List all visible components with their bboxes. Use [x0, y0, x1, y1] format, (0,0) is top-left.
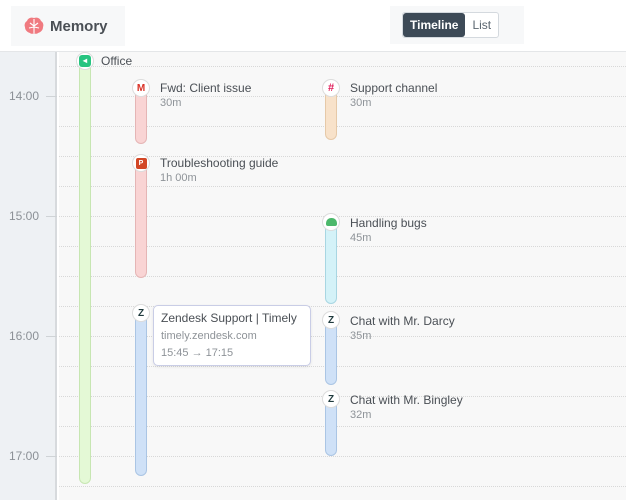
tab-timeline[interactable]: Timeline — [403, 13, 466, 37]
hour-tick — [46, 336, 57, 337]
tooltip-url: timely.zendesk.com — [161, 330, 257, 342]
entry-title: Troubleshooting guide — [160, 156, 279, 170]
entry-bar-zendesk-support[interactable] — [135, 317, 147, 476]
hour-label: 14:00 — [9, 89, 40, 103]
hour-label: 17:00 — [9, 449, 40, 463]
location-arrow-icon: ◂ — [76, 52, 94, 70]
hour-label: 16:00 — [9, 329, 40, 343]
zendesk-icon: Z — [322, 390, 340, 408]
app-brand[interactable]: Memory — [11, 6, 125, 46]
bug-icon — [322, 213, 340, 231]
hour-label: 15:00 — [9, 209, 40, 223]
entry-bar-office[interactable] — [79, 60, 91, 484]
entry-bar-mr-bingley[interactable] — [325, 403, 337, 456]
entry-title: Office — [101, 54, 133, 68]
entry-duration: 35m — [350, 330, 372, 342]
entry-bar-support-channel[interactable] — [325, 92, 337, 140]
time-gutter: 14:00 15:00 16:00 17:00 — [0, 52, 57, 500]
entry-title: Chat with Mr. Darcy — [350, 314, 455, 328]
entry-tooltip: Zendesk Support | Timely timely.zendesk.… — [153, 305, 311, 366]
app-title: Memory — [50, 17, 108, 35]
slack-icon: # — [322, 79, 340, 97]
entry-title: Support channel — [350, 81, 438, 95]
tab-list[interactable]: List — [472, 18, 492, 32]
entry-bar-troubleshooting[interactable] — [135, 167, 147, 278]
entry-title: Chat with Mr. Bingley — [350, 393, 463, 407]
gmail-icon: M — [132, 79, 150, 97]
entry-duration: 45m — [350, 232, 372, 244]
entry-title: Fwd: Client issue — [160, 81, 252, 95]
brain-icon — [24, 17, 44, 34]
zendesk-icon: Z — [132, 304, 150, 322]
zendesk-icon: Z — [322, 311, 340, 329]
entry-bar-handling-bugs[interactable] — [325, 227, 337, 304]
entry-duration: 1h 00m — [160, 172, 197, 184]
view-toggle-container: Timeline List — [390, 6, 524, 44]
powerpoint-icon: P — [132, 154, 150, 172]
entry-bar-client-issue[interactable] — [135, 92, 147, 144]
entry-duration: 30m — [350, 97, 372, 109]
hour-tick — [46, 456, 57, 457]
entry-title: Handling bugs — [350, 216, 427, 230]
entry-duration: 32m — [350, 409, 372, 421]
view-toggle: Timeline List — [402, 12, 500, 38]
tooltip-title: Zendesk Support | Timely — [161, 311, 297, 325]
header: Memory Timeline List — [0, 0, 626, 52]
tooltip-time-range: 15:45 → 17:15 — [161, 347, 234, 359]
hour-tick — [46, 216, 57, 217]
timeline-canvas[interactable]: ◂ Office M Fwd: Client issue 30m P Troub… — [59, 52, 626, 500]
entry-duration: 30m — [160, 97, 182, 109]
entry-bar-mr-darcy[interactable] — [325, 324, 337, 385]
hour-tick — [46, 96, 57, 97]
